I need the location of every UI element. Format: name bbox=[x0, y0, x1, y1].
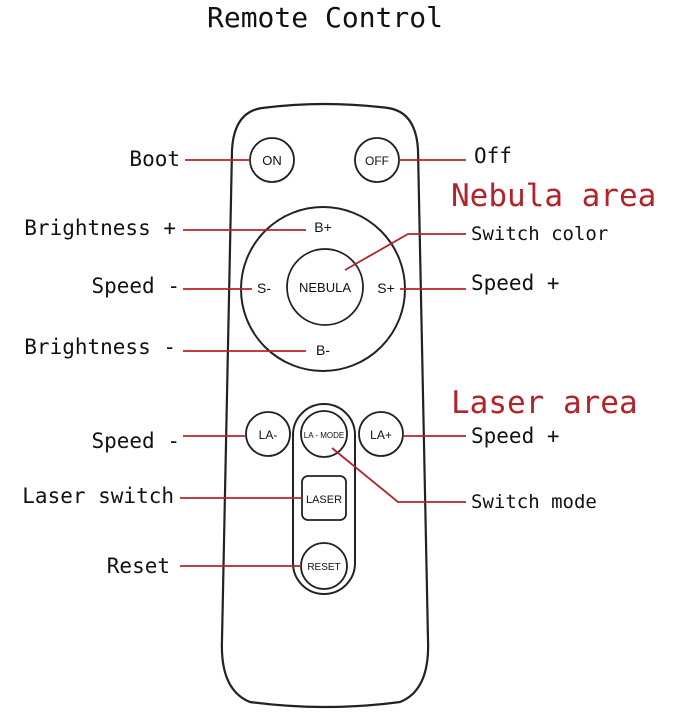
laser-switch-button[interactable]: LASER bbox=[301, 475, 347, 521]
nebula-speed-plus-button[interactable]: S+ bbox=[377, 280, 395, 296]
label-nebula-speed-plus: Speed + bbox=[471, 271, 560, 295]
leader-switch-mode bbox=[331, 447, 466, 503]
label-reset: Reset bbox=[107, 554, 170, 578]
brightness-minus-button[interactable]: B- bbox=[316, 342, 330, 358]
laser-mode-button[interactable]: LA - MODE bbox=[300, 410, 348, 458]
on-button[interactable]: ON bbox=[249, 137, 295, 183]
label-nebula-speed-minus: Speed - bbox=[91, 274, 180, 298]
label-boot: Boot bbox=[129, 147, 180, 171]
off-button[interactable]: OFF bbox=[354, 137, 400, 183]
laser-mode-label: LA - MODE bbox=[304, 431, 344, 440]
nebula-area-heading: Nebula area bbox=[451, 178, 656, 214]
label-laser-speed-minus: Speed - bbox=[91, 429, 180, 453]
laser-area-heading: Laser area bbox=[451, 385, 638, 421]
laser-speed-minus-button[interactable]: LA- bbox=[245, 411, 291, 457]
brightness-plus-button[interactable]: B+ bbox=[314, 219, 332, 235]
leader-switch-color bbox=[344, 233, 466, 271]
diagram-title: Remote Control bbox=[207, 1, 443, 34]
label-laser-speed-plus: Speed + bbox=[471, 424, 560, 448]
nebula-speed-minus-button[interactable]: S- bbox=[257, 280, 271, 296]
leader-lines bbox=[180, 159, 466, 567]
label-laser-switch: Laser switch bbox=[22, 484, 174, 508]
off-button-label: OFF bbox=[365, 154, 389, 168]
on-button-label: ON bbox=[262, 153, 282, 168]
label-brightness-plus: Brightness + bbox=[24, 216, 176, 240]
nebula-button[interactable]: NEBULA bbox=[286, 248, 364, 326]
laser-speed-plus-label: LA+ bbox=[370, 428, 392, 442]
label-off: Off bbox=[474, 144, 512, 168]
label-switch-color: Switch color bbox=[471, 223, 608, 245]
reset-button-label: RESET bbox=[307, 562, 340, 573]
label-switch-mode: Switch mode bbox=[471, 491, 597, 513]
laser-speed-minus-label: LA- bbox=[259, 428, 278, 442]
nebula-button-label: NEBULA bbox=[299, 280, 351, 295]
laser-switch-label: LASER bbox=[306, 494, 342, 506]
laser-speed-plus-button[interactable]: LA+ bbox=[358, 411, 404, 457]
reset-button[interactable]: RESET bbox=[300, 542, 348, 590]
label-brightness-minus: Brightness - bbox=[24, 335, 176, 359]
